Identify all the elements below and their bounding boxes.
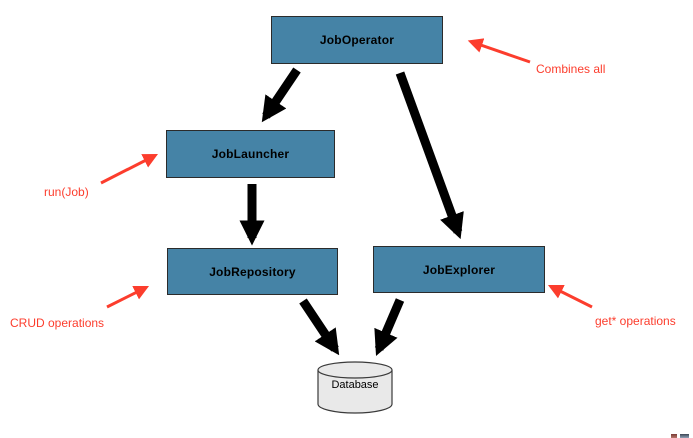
database-cylinder bbox=[317, 361, 393, 414]
annotation-crud-operations: CRUD operations bbox=[10, 316, 105, 330]
node-joblauncher: JobLauncher bbox=[166, 130, 335, 178]
node-jobexplorer-label: JobExplorer bbox=[422, 262, 496, 277]
arrow-joboperator-to-jobexplorer bbox=[395, 71, 464, 240]
annotation-arrow-crud-operations bbox=[106, 285, 150, 309]
annotation-get-operations: get* operations bbox=[595, 314, 676, 328]
arrow-jobrepository-to-database bbox=[299, 298, 340, 356]
annotation-arrow-get-operations bbox=[547, 284, 593, 309]
corner-artifact bbox=[671, 434, 677, 438]
corner-artifact bbox=[680, 434, 689, 438]
node-jobexplorer: JobExplorer bbox=[373, 246, 545, 293]
annotation-run-job: run(Job) bbox=[44, 185, 89, 199]
node-jobrepository: JobRepository bbox=[167, 248, 338, 295]
node-database-label: Database bbox=[331, 379, 379, 391]
arrow-jobexplorer-to-database bbox=[374, 298, 405, 356]
node-jobrepository-label: JobRepository bbox=[209, 264, 296, 279]
annotation-combines-all: Combines all bbox=[536, 62, 606, 76]
node-joblauncher-label: JobLauncher bbox=[211, 147, 290, 161]
arrow-joboperator-to-joblauncher bbox=[261, 67, 301, 123]
node-joboperator-label: JobOperator bbox=[319, 33, 395, 47]
node-joboperator: JobOperator bbox=[271, 16, 443, 64]
annotation-arrow-combines-all bbox=[467, 38, 531, 64]
annotation-arrow-run-job bbox=[100, 153, 159, 185]
